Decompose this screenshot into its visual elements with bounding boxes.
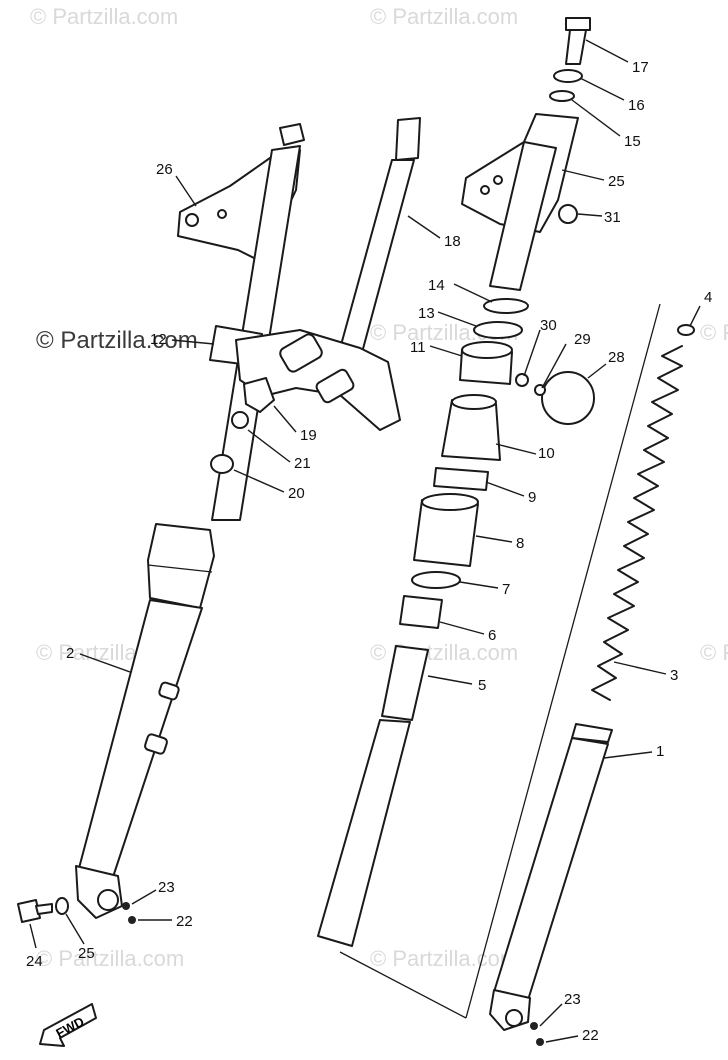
washer-13 [473,321,523,339]
callout-22-right: 22 [582,1027,599,1044]
callout-23: 23 [158,879,175,896]
small-fasteners-left [210,377,275,474]
callout-18: 18 [444,233,461,250]
callout-6: 6 [488,627,496,644]
callout-2: 2 [66,645,74,662]
bolt-head [210,454,234,474]
damper-rod-upper [381,645,429,721]
watermark: © Partzilla.com [700,320,728,345]
washer-25 [55,897,69,915]
callout-1: 1 [656,743,664,760]
callout-11: 11 [410,339,426,356]
damper-rod [317,719,411,947]
callout-16: 16 [628,97,645,114]
nut-23 [122,902,130,910]
nut-23-right [530,1022,538,1030]
nut-22 [128,916,136,924]
callout-23-right: 23 [564,991,581,1008]
cap-28 [541,371,595,425]
callout-10: 10 [538,445,555,462]
guide-line [465,303,661,1019]
callout-7: 7 [502,581,510,598]
cap-bolt [279,123,305,146]
fork-spring [591,345,683,701]
callout-labels: 17 16 15 25 31 18 26 14 13 11 12 30 29 2… [26,59,712,1044]
axle-hole [97,889,119,911]
callout-20: 20 [288,485,305,502]
callout-19: 19 [300,427,317,444]
callout-13: 13 [418,305,435,322]
clamp-block [279,333,323,373]
ring-7 [411,571,461,589]
axle-fasteners [17,897,544,1046]
watermark-primary: © Partzilla.com [36,327,198,354]
callout-15: 15 [624,133,641,150]
nut-31 [558,204,578,224]
center-exploded-parts [317,17,595,947]
callout-5: 5 [478,677,486,694]
fwd-arrow-shape [39,1003,97,1047]
boss [158,681,180,701]
callout-26: 25 [608,173,625,190]
boss [144,733,168,755]
clamp-block [315,368,355,404]
washer-14 [483,298,529,314]
left-fork-assembly [75,123,305,919]
bracket-hole [217,209,227,219]
callout-30: 30 [540,317,557,334]
right-fork-assembly [339,303,695,1031]
callout-14: 14 [428,277,445,294]
callout-29: 29 [574,331,591,348]
watermark: © Partzilla.com [700,640,728,665]
callout-9: 9 [528,489,536,506]
stem-thread [395,117,421,161]
washer-16 [553,69,583,83]
watermark: © Partzilla.com [370,4,518,29]
callout-4: 4 [704,289,712,306]
spacer-6 [399,595,443,629]
leader-lines [29,39,701,1043]
callout-25: 25 [78,945,95,962]
callout-17: 17 [632,59,649,76]
callout-22: 22 [176,913,193,930]
nut-22-right [536,1038,544,1046]
upper-bracket-tube [489,141,557,291]
callout-12: 12 [150,331,167,348]
callout-3: 3 [670,667,678,684]
callout-8: 8 [516,535,524,552]
seal-9 [433,467,489,491]
bolt-17 [565,17,591,31]
callout-27: 26 [156,161,173,178]
watermark: © Partzilla.com [370,946,518,971]
pinch-bolt-24 [17,899,41,923]
steering-stem-assembly [235,117,421,431]
fwd-label: FWD [53,1014,86,1041]
fwd-arrow: FWD [39,1003,97,1047]
callout-28: 28 [608,349,625,366]
nut-30 [515,373,529,387]
callout-24: 24 [26,953,43,970]
washer-4 [677,324,695,336]
callout-21: 21 [294,455,311,472]
clip [243,377,275,413]
watermark: © Partzilla.com [30,4,178,29]
washer [231,411,249,429]
bolt-17-shank [565,29,587,65]
bracket-hole [185,213,199,227]
callout-31: 31 [604,209,621,226]
watermark: © Partzilla.com [36,946,184,971]
outer-tube-right [493,737,609,1001]
washer-15 [549,90,575,102]
threaded-top [571,723,613,743]
